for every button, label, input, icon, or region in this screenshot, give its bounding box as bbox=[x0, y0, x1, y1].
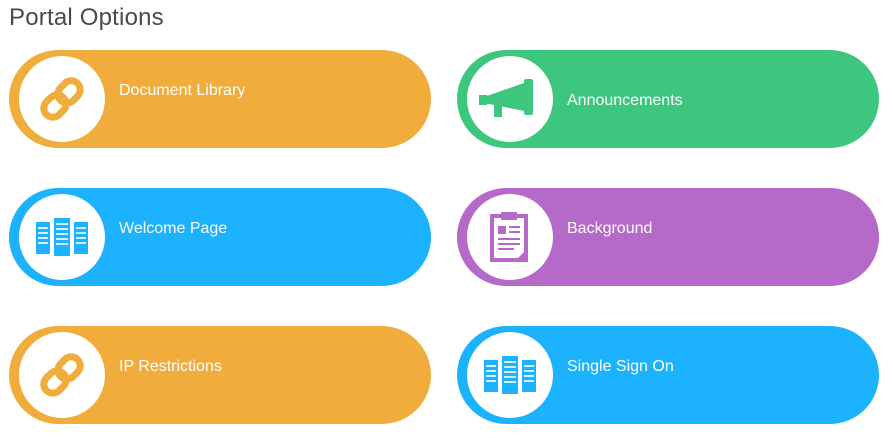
server-icon bbox=[34, 216, 90, 258]
option-label: Welcome Page bbox=[119, 220, 228, 237]
announcements-button[interactable]: Announcements bbox=[457, 50, 879, 148]
link-icon bbox=[34, 347, 90, 403]
icon-circle bbox=[467, 56, 553, 142]
clipboard-icon bbox=[488, 210, 532, 264]
option-label: Document Library bbox=[119, 82, 246, 99]
icon-circle bbox=[467, 194, 553, 280]
document-library-button[interactable]: Document Library bbox=[9, 50, 431, 148]
welcome-page-button[interactable]: Welcome Page bbox=[9, 188, 431, 286]
megaphone-icon bbox=[478, 71, 542, 127]
background-button[interactable]: Background bbox=[457, 188, 879, 286]
option-label: Single Sign On bbox=[567, 358, 674, 375]
icon-circle bbox=[19, 56, 105, 142]
server-icon bbox=[482, 354, 538, 396]
single-sign-on-button[interactable]: Single Sign On bbox=[457, 326, 879, 424]
page-title: Portal Options bbox=[9, 4, 164, 31]
icon-circle bbox=[467, 332, 553, 418]
icon-circle bbox=[19, 194, 105, 280]
ip-restrictions-button[interactable]: IP Restrictions bbox=[9, 326, 431, 424]
link-icon bbox=[34, 71, 90, 127]
icon-circle bbox=[19, 332, 105, 418]
option-label: Background bbox=[567, 220, 653, 237]
option-label: Announcements bbox=[567, 92, 683, 109]
option-label: IP Restrictions bbox=[119, 358, 222, 375]
